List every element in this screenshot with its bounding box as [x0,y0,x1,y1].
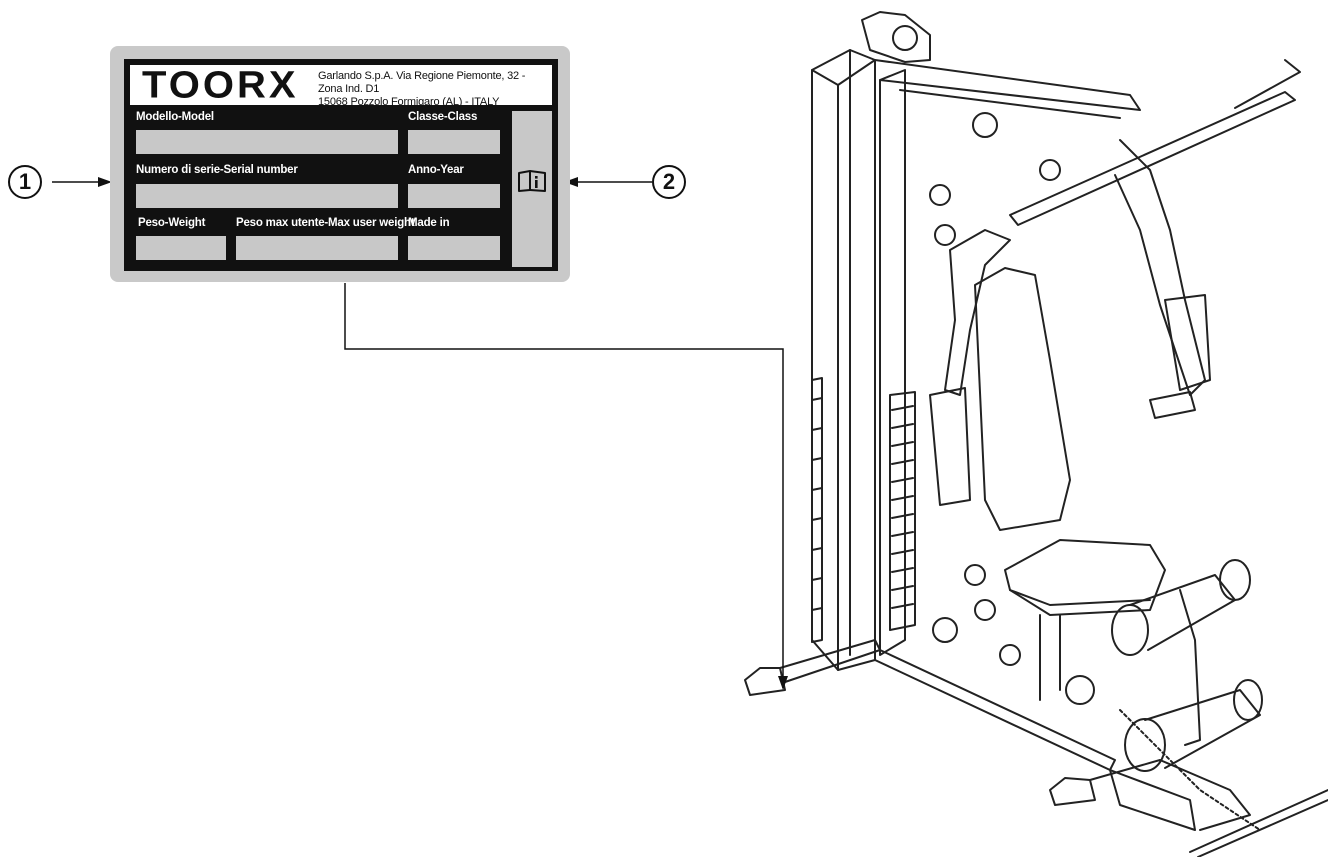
address-line-1: Garlando S.p.A. Via Regione Piemonte, 32… [318,70,526,95]
field-weight [136,236,226,260]
manufacturer-address: Garlando S.p.A. Via Regione Piemonte, 32… [318,70,552,109]
plate-header: TOORX Garlando S.p.A. Via Regione Piemon… [130,64,552,108]
address-line-2: 15068 Pozzolo Formigaro (AL) - ITALY [318,96,500,108]
label-serial: Numero di serie-Serial number [136,164,298,176]
field-serial [136,184,398,208]
label-made-in: Made in [408,217,450,229]
callout-2: 2 [652,165,686,199]
field-max-user-weight [236,236,398,260]
callout-1: 1 [8,165,42,199]
manual-info-icon [518,170,546,192]
field-year [408,184,500,208]
label-weight: Peso-Weight [138,217,206,229]
field-made-in [408,236,500,260]
field-model [136,130,398,154]
brand-logo: TOORX [142,64,299,106]
label-class: Classe-Class [408,111,478,123]
field-class [408,130,500,154]
label-model: Modello-Model [136,111,214,123]
label-max-user-weight: Peso max utente-Max user weight [236,217,415,229]
rating-plate: TOORX Garlando S.p.A. Via Regione Piemon… [124,59,558,271]
manual-icon-panel [512,111,552,267]
label-year: Anno-Year [408,164,464,176]
